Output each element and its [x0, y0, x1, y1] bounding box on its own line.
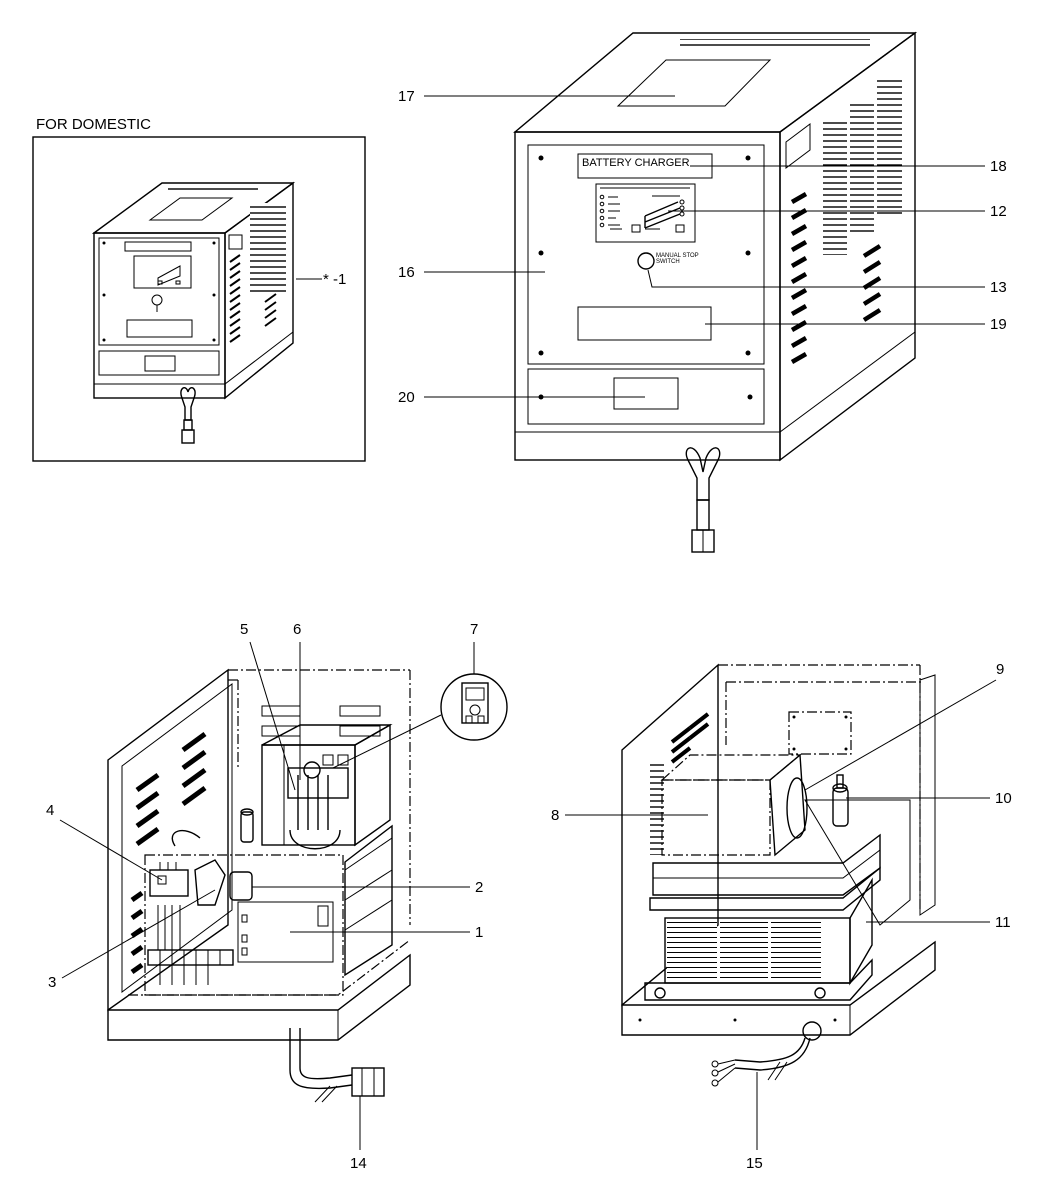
- callout-4: 4: [46, 802, 54, 819]
- switch-label-line1: MANUAL STOP: [656, 253, 699, 259]
- domestic-cabinet: [91, 181, 296, 444]
- left-plug: [289, 1028, 385, 1103]
- contactor: [149, 859, 253, 906]
- side-plate: [785, 123, 811, 169]
- callout-18: 18: [990, 158, 1007, 175]
- interior-left: [107, 668, 508, 1103]
- callout-7: 7: [470, 621, 478, 638]
- callout-17: 17: [398, 88, 415, 105]
- callout-11: 11: [995, 914, 1011, 931]
- front-panel: [527, 144, 765, 365]
- meter-plate: [595, 183, 696, 243]
- callout-15: 15: [746, 1155, 763, 1172]
- charger-label: BATTERY CHARGER: [582, 157, 690, 169]
- callout-20: 20: [398, 389, 415, 406]
- main-callouts: 17 18 12 16 13 19 20: [398, 88, 1007, 406]
- callout-14: 14: [350, 1155, 367, 1172]
- main-plug: [685, 447, 721, 553]
- callout-8: 8: [551, 807, 559, 824]
- heatsink-box: [660, 753, 808, 857]
- right-cable: [711, 1037, 811, 1087]
- lower-plate: [577, 306, 712, 341]
- switch-label-line2: SWITCH: [656, 259, 680, 265]
- callout-6: 6: [293, 621, 301, 638]
- callout-star-1: * -1: [323, 271, 346, 288]
- main-cabinet: BATTERY CHARGER MANUAL STOP SWITCH: [513, 31, 918, 553]
- manual-stop-switch: [637, 252, 655, 270]
- main-transformer: [644, 877, 873, 1001]
- callout-9: 9: [996, 661, 1004, 678]
- left-transformer: [344, 824, 393, 977]
- top-cover: [616, 59, 772, 107]
- domestic-inset: FOR DOMESTIC: [32, 116, 366, 462]
- callout-10: 10: [995, 790, 1012, 807]
- left-callouts: 5 6 7 4 2 1 3 14: [46, 621, 483, 1172]
- callout-12: 12: [990, 203, 1007, 220]
- interior-right: [621, 663, 936, 1087]
- rectifier-module: [261, 723, 393, 850]
- terminal-block: [147, 905, 234, 985]
- detail-7-bubble: [332, 673, 508, 769]
- callout-5: 5: [240, 621, 248, 638]
- right-callouts: 9 8 10 11 15: [551, 661, 1012, 1172]
- callout-1: 1: [475, 924, 483, 941]
- callout-19: 19: [990, 316, 1007, 333]
- domestic-heading: FOR DOMESTIC: [36, 116, 151, 133]
- inset-frame: [32, 136, 366, 462]
- callout-3: 3: [48, 974, 56, 991]
- callout-2: 2: [475, 879, 483, 896]
- callout-13: 13: [990, 279, 1007, 296]
- callout-16: 16: [398, 264, 415, 281]
